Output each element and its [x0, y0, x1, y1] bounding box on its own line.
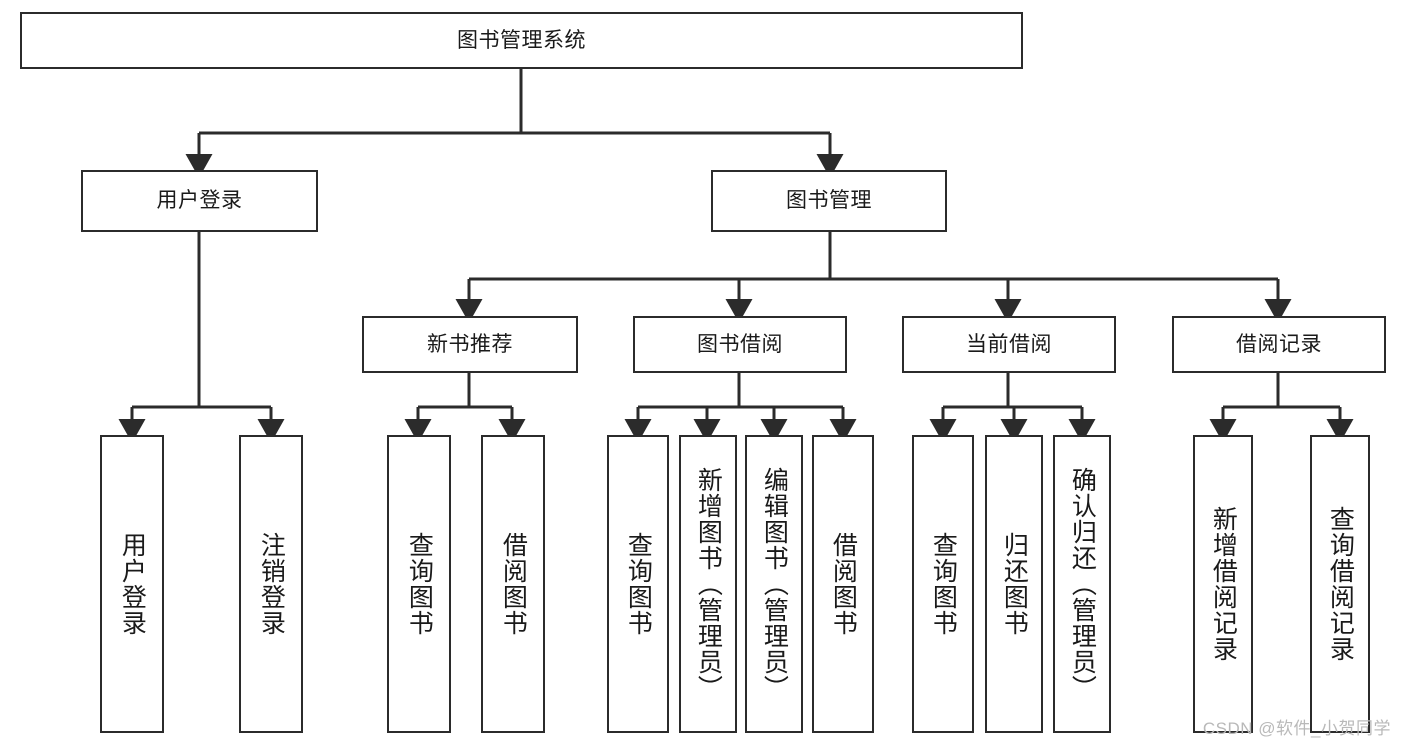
node-leaf-add-book[interactable]: 新增图书（管理员）: [679, 435, 737, 733]
watermark-text: CSDN @软件_小贺同学: [1202, 719, 1391, 738]
node-leaf-edit-book[interactable]: 编辑图书（管理员）: [745, 435, 803, 733]
node-leaf-user-login[interactable]: 用户登录: [100, 435, 164, 733]
node-leaf-add-record-label: 新增借阅记录: [1209, 506, 1238, 662]
node-leaf-user-logout[interactable]: 注销登录: [239, 435, 303, 733]
node-user-login-label: 用户登录: [156, 189, 243, 213]
node-leaf-user-login-label: 用户登录: [118, 532, 147, 636]
node-book-manage[interactable]: 图书管理: [711, 170, 947, 232]
node-leaf-borrow-book-1-label: 借阅图书: [499, 532, 528, 636]
node-leaf-query-record-label: 查询借阅记录: [1326, 506, 1355, 662]
node-book-borrow[interactable]: 图书借阅: [633, 316, 847, 373]
node-borrow-record-label: 借阅记录: [1236, 332, 1322, 356]
node-book-manage-label: 图书管理: [786, 189, 872, 213]
node-new-book-recommend-label: 新书推荐: [427, 332, 513, 356]
node-leaf-borrow-book-2[interactable]: 借阅图书: [812, 435, 874, 733]
node-root-label: 图书管理系统: [457, 28, 586, 52]
node-current-borrow[interactable]: 当前借阅: [902, 316, 1116, 373]
node-leaf-confirm-return-label: 确认归还（管理员）: [1068, 467, 1097, 701]
node-leaf-borrow-book-2-label: 借阅图书: [829, 532, 858, 636]
node-leaf-confirm-return[interactable]: 确认归还（管理员）: [1053, 435, 1111, 733]
node-leaf-query-book-2-label: 查询图书: [624, 532, 653, 636]
node-leaf-edit-book-label: 编辑图书（管理员）: [760, 467, 789, 701]
node-book-borrow-label: 图书借阅: [697, 332, 783, 356]
node-borrow-record[interactable]: 借阅记录: [1172, 316, 1386, 373]
node-new-book-recommend[interactable]: 新书推荐: [362, 316, 578, 373]
node-leaf-query-book-3[interactable]: 查询图书: [912, 435, 974, 733]
node-leaf-query-book-2[interactable]: 查询图书: [607, 435, 669, 733]
node-leaf-add-record[interactable]: 新增借阅记录: [1193, 435, 1253, 733]
node-leaf-query-book-1-label: 查询图书: [405, 532, 434, 636]
node-user-login[interactable]: 用户登录: [81, 170, 318, 232]
node-leaf-query-record[interactable]: 查询借阅记录: [1310, 435, 1370, 733]
node-root[interactable]: 图书管理系统: [20, 12, 1023, 69]
node-leaf-user-logout-label: 注销登录: [257, 532, 286, 636]
node-leaf-borrow-book-1[interactable]: 借阅图书: [481, 435, 545, 733]
node-current-borrow-label: 当前借阅: [966, 332, 1052, 356]
node-leaf-query-book-3-label: 查询图书: [929, 532, 958, 636]
node-leaf-query-book-1[interactable]: 查询图书: [387, 435, 451, 733]
node-leaf-return-book-label: 归还图书: [1000, 532, 1029, 636]
node-leaf-return-book[interactable]: 归还图书: [985, 435, 1043, 733]
node-leaf-add-book-label: 新增图书（管理员）: [694, 467, 723, 701]
